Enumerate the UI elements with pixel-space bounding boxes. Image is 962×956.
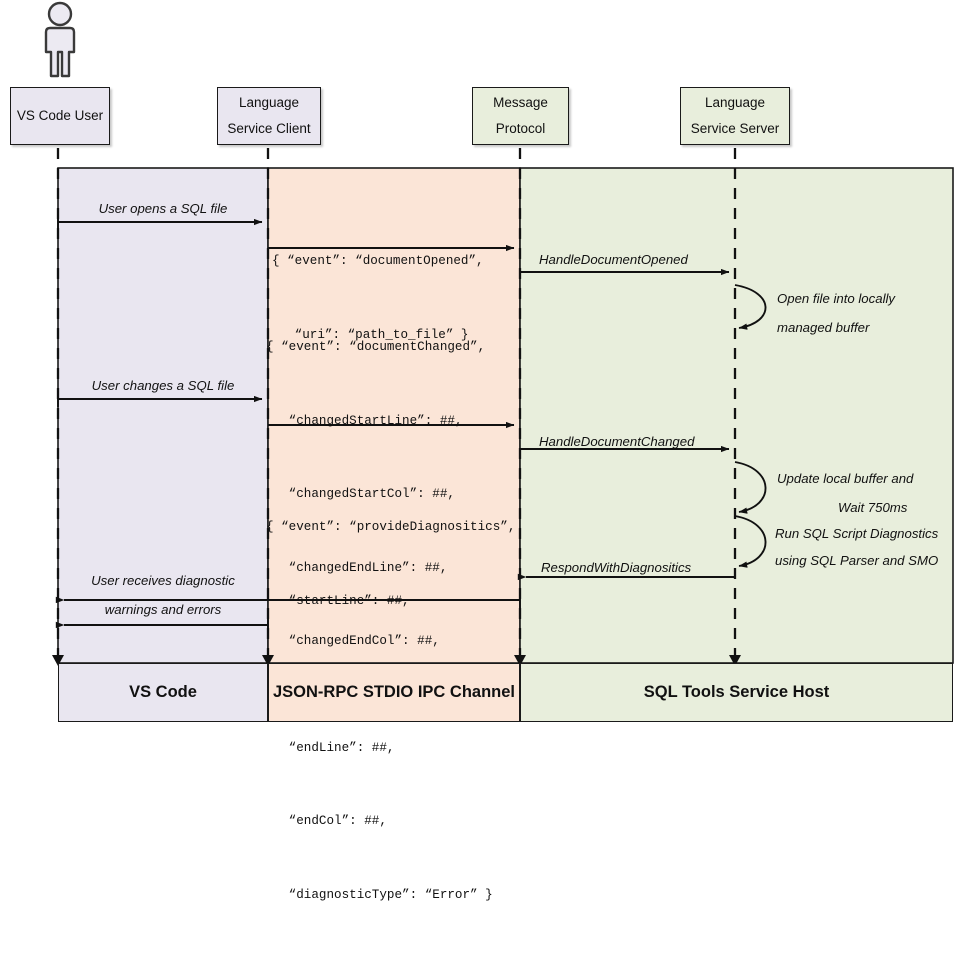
payload-line: “endLine”: ##, (266, 740, 395, 755)
lifeline-header-message-protocol[interactable]: Message Protocol (472, 87, 569, 145)
note-update-buffer-line1: Update local buffer and (777, 471, 914, 486)
payload-line: “changedStartLine”: ##, (266, 413, 463, 428)
sequence-diagram: VS Code User Language Service Client Mes… (10, 1, 954, 902)
note-run-diagnostics-line2: using SQL Parser and SMO (775, 553, 939, 568)
message-label-user-receives-line2: warnings and errors (104, 602, 222, 617)
lifeline-header-language-service-client[interactable]: Language Service Client (217, 87, 321, 145)
payload-line: “diagnosticType”: “Error” } (266, 887, 493, 902)
payload-document-opened: { “event”: “documentOpened”, “uri”: “pat… (272, 200, 484, 396)
message-label-user-changes: User changes a SQL file (91, 378, 235, 393)
message-label-user-receives-line1: User receives diagnostic (91, 573, 235, 588)
band-service-host (519, 167, 954, 664)
footer-cell-vs-code: VS Code (58, 663, 268, 722)
note-run-diagnostics-line1: Run SQL Script Diagnostics (775, 526, 939, 541)
header-label-line1: Language (704, 94, 766, 110)
header-label-line2: Service Client (227, 121, 311, 136)
message-label-handle-document-changed: HandleDocumentChanged (539, 434, 695, 449)
band-vs-code (57, 167, 269, 664)
lifeline-header-vs-code-user[interactable]: VS Code User (10, 87, 110, 145)
header-label-line1: Language (238, 94, 300, 110)
message-label-user-opens: User opens a SQL file (98, 201, 228, 216)
message-label-respond-with-diagnostics: RespondWithDiagnositics (541, 560, 692, 575)
header-label-line1: VS Code User (16, 107, 104, 123)
payload-line: “changedEndLine”: ##, (266, 560, 448, 575)
person-icon (44, 1, 76, 78)
payload-line: “changedStartCol”: ##, (266, 487, 455, 501)
footer-cell-service-host: SQL Tools Service Host (520, 663, 953, 722)
message-label-handle-document-opened: HandleDocumentOpened (539, 252, 688, 267)
payload-line: { “event”: “documentOpened”, (272, 254, 484, 268)
header-label-line2: Service Server (690, 121, 780, 136)
payload-line: { “event”: “provideDiagnositics”, (266, 520, 516, 534)
note-open-file-line2: managed buffer (777, 320, 870, 335)
payload-line: “endCol”: ##, (266, 814, 387, 828)
selfcall-open-file (734, 284, 767, 330)
selfcall-run-diagnostics (734, 515, 767, 568)
footer-cell-ipc-channel: JSON-RPC STDIO IPC Channel (268, 663, 520, 722)
payload-line: { “event”: “documentChanged”, (266, 340, 486, 354)
payload-line: “uri”: “path_to_file” } (272, 327, 469, 342)
header-label-line2: Protocol (495, 121, 546, 136)
header-label-line1: Message (493, 94, 548, 110)
note-open-file-line1: Open file into locally (777, 291, 896, 306)
payload-line: “startLine”: ##, (266, 593, 410, 608)
lifeline-header-language-service-server[interactable]: Language Service Server (680, 87, 790, 145)
note-update-buffer-line2: Wait 750ms (838, 500, 908, 515)
selfcall-update-buffer (734, 461, 767, 514)
payload-line: “changedEndCol”: ##, (266, 634, 440, 648)
